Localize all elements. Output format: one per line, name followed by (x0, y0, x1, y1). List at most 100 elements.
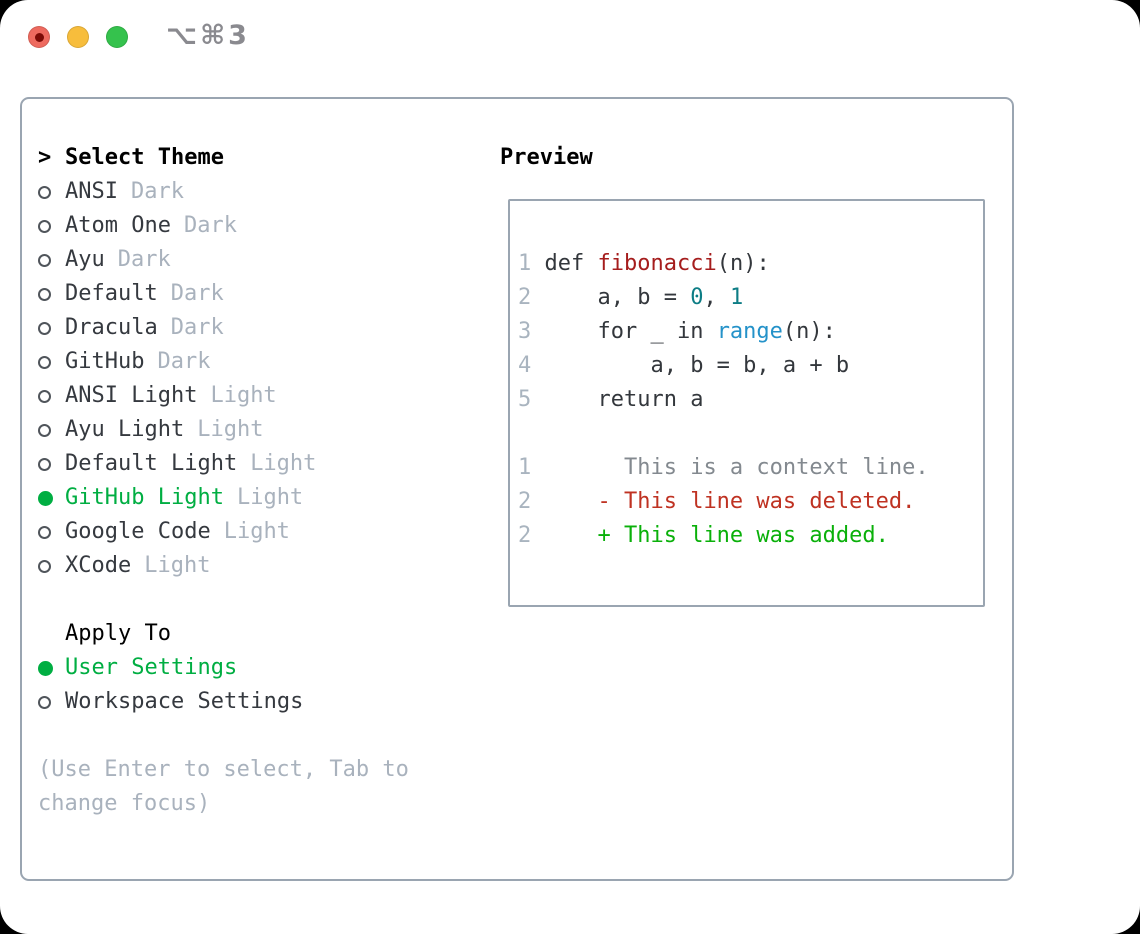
code-segment-code: a, b = (544, 285, 691, 310)
code-segment-code: def (544, 251, 598, 276)
code-line: 2 + This line was added. (518, 519, 983, 553)
theme-variant-tag: Dark (117, 247, 171, 272)
minimize-button[interactable] (67, 26, 89, 48)
line-number: 1 (518, 251, 545, 276)
code-segment-code: (n): (716, 251, 770, 276)
radio-icon (38, 695, 65, 709)
apply-option-name: Workspace Settings (65, 689, 304, 714)
code-segment-code: , (703, 285, 730, 310)
close-dot-icon (34, 32, 44, 42)
blank-line (518, 417, 983, 451)
apply-option-workspace-settings[interactable]: Workspace Settings (38, 685, 409, 719)
theme-name: ANSI Light (65, 383, 198, 408)
theme-option-github[interactable]: GitHub Dark (38, 345, 409, 379)
apply-option-user-settings[interactable]: User Settings (38, 651, 409, 685)
theme-option-dracula[interactable]: Dracula Dark (38, 311, 409, 345)
theme-name: Google Code (65, 519, 211, 544)
theme-name: XCode (65, 553, 132, 578)
cursor-chevron-icon: > (38, 145, 52, 170)
select-theme-header: > Select Theme (38, 141, 409, 175)
theme-name: Dracula (65, 315, 158, 340)
theme-name: Atom One (65, 213, 171, 238)
code-line: 3 for _ in range(n): (518, 315, 983, 349)
code-segment-code: for _ in (544, 319, 717, 344)
apply-to-header: Apply To (38, 617, 409, 651)
radio-icon (38, 321, 65, 335)
radio-icon (38, 389, 65, 403)
hint-text: (Use Enter to select, Tab to (38, 757, 409, 782)
theme-variant-tag: Dark (170, 281, 224, 306)
theme-variant-tag: Dark (130, 179, 184, 204)
select-theme-label: Select Theme (65, 145, 224, 170)
theme-name: ANSI (65, 179, 118, 204)
radio-icon (38, 185, 65, 199)
line-number: 5 (518, 387, 545, 412)
theme-variant-tag: Light (236, 485, 304, 510)
theme-name: GitHub Light (65, 485, 224, 510)
code-segment-deleted: - This line was deleted. (544, 489, 916, 514)
window-title: ⌥⌘3 (166, 20, 250, 51)
titlebar: ⌥⌘3 (0, 0, 1140, 74)
radio-icon (38, 253, 65, 267)
radio-icon (38, 559, 65, 573)
hint-line: (Use Enter to select, Tab to (38, 753, 409, 787)
theme-name: GitHub (65, 349, 145, 374)
code-line: 1 def fibonacci(n): (518, 247, 983, 281)
code-line: 2 a, b = 0, 1 (518, 281, 983, 315)
theme-option-ansi[interactable]: ANSI Dark (38, 175, 409, 209)
hint-text: change focus) (38, 791, 211, 816)
theme-option-ayu[interactable]: Ayu Dark (38, 243, 409, 277)
theme-variant-tag: Light (197, 417, 264, 442)
theme-option-xcode[interactable]: XCode Light (38, 549, 409, 583)
code-segment-added: + This line was added. (544, 523, 889, 548)
theme-variant-tag: Dark (170, 315, 224, 340)
spacer (38, 583, 409, 617)
preview-heading: Preview (500, 145, 593, 170)
code-segment-number: 1 (729, 285, 744, 310)
preview-pane: Preview 1 def fibonacci(n):2 a, b = 0, 1… (500, 141, 985, 607)
radio-icon (38, 525, 65, 539)
theme-option-github-light[interactable]: GitHub Light Light (38, 481, 409, 515)
theme-option-atom-one[interactable]: Atom One Dark (38, 209, 409, 243)
line-number: 3 (518, 319, 545, 344)
spacer (38, 719, 409, 753)
code-line: 2 - This line was deleted. (518, 485, 983, 519)
line-number: 2 (518, 285, 545, 310)
code-segment-code: a, b = b, a + b (544, 353, 850, 378)
theme-variant-tag: Dark (183, 213, 237, 238)
radio-icon (38, 423, 65, 437)
apply-to-label: Apply To (65, 621, 171, 646)
code-line: 4 a, b = b, a + b (518, 349, 983, 383)
hint-line: change focus) (38, 787, 409, 821)
radio-selected-icon (38, 660, 65, 676)
code-line: 5 return a (518, 383, 983, 417)
radio-icon (38, 219, 65, 233)
traffic-lights (28, 26, 128, 48)
theme-name: Ayu (65, 247, 105, 272)
line-number: 2 (518, 489, 545, 514)
radio-icon (38, 457, 65, 471)
line-number: 2 (518, 523, 545, 548)
code-segment-number: 0 (690, 285, 704, 310)
theme-variant-tag: Light (223, 519, 290, 544)
code-segment-function: fibonacci (597, 251, 717, 276)
theme-variant-tag: Dark (157, 349, 211, 374)
code-segment-context: This is a context line. (544, 455, 929, 480)
radio-selected-icon (38, 490, 65, 506)
close-button[interactable] (28, 26, 50, 48)
theme-variant-tag: Light (144, 553, 211, 578)
zoom-button[interactable] (106, 26, 128, 48)
theme-option-google-code[interactable]: Google Code Light (38, 515, 409, 549)
code-segment-builtin: range (716, 319, 783, 344)
apply-option-name: User Settings (65, 655, 238, 680)
radio-icon (38, 287, 65, 301)
line-number: 1 (518, 455, 545, 480)
